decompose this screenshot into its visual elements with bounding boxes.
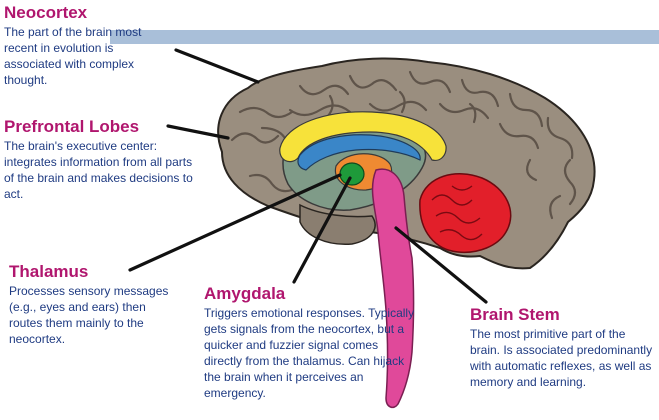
- amygdala-label: Amygdala Triggers emotional responses. T…: [204, 284, 416, 401]
- prefrontal-description: The brain's executive center: integrates…: [4, 139, 193, 201]
- cerebellum-folds: [431, 185, 483, 241]
- thalamus-pointer: [128, 173, 342, 272]
- amygdala-description: Triggers emotional responses. Typically …: [204, 306, 415, 400]
- header-banner: [110, 30, 659, 44]
- brainstem-title: Brain Stem: [470, 305, 560, 324]
- cortex-folds: [230, 70, 577, 220]
- prefrontal-title: Prefrontal Lobes: [4, 117, 140, 136]
- amygdala-shape: [339, 162, 365, 186]
- amygdala-pointer: [292, 176, 352, 284]
- neocortex-label: Neocortex The part of the brain most rec…: [4, 3, 174, 88]
- brainstem-label: Brain Stem The most primitive part of th…: [470, 305, 656, 390]
- neocortex-description: The part of the brain most recent in evo…: [4, 25, 142, 87]
- pointer-lines: [128, 48, 488, 304]
- neocortex-pointer: [174, 48, 260, 84]
- cerebellum: [419, 173, 512, 254]
- neocortex-title: Neocortex: [4, 3, 88, 22]
- thalamus-title: Thalamus: [9, 262, 89, 281]
- amygdala-title: Amygdala: [204, 284, 286, 303]
- brainstem-description: The most primitive part of the brain. Is…: [470, 327, 653, 389]
- prefrontal-label: Prefrontal Lobes The brain's executive c…: [4, 117, 194, 202]
- prefrontal-pointer: [166, 124, 230, 140]
- thalamus-description: Processes sensory messages (e.g., eyes a…: [9, 284, 169, 346]
- brainstem-pointer: [394, 226, 488, 304]
- brain-stem-shape: [371, 168, 415, 409]
- thalamus-label: Thalamus Processes sensory messages (e.g…: [9, 262, 177, 347]
- corpus-callosum: [297, 134, 421, 171]
